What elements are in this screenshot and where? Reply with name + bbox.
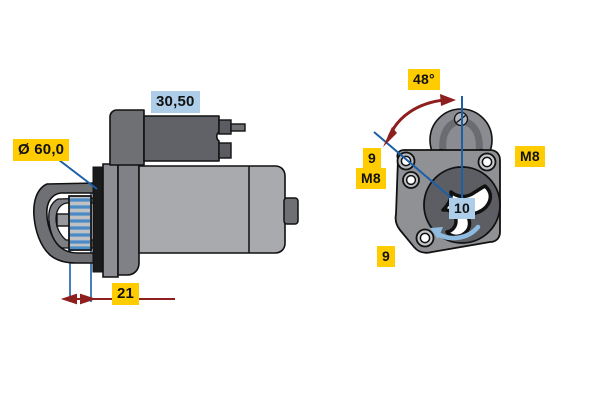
pinion-gear: [68, 195, 92, 251]
terminal-stud-50: [218, 142, 232, 159]
callout-angle-48: 48°: [408, 69, 440, 90]
callout-terminal-3050: 30,50: [151, 91, 200, 113]
callout-diameter-60: Ø 60,0: [13, 139, 70, 161]
angle-48-arc: [383, 94, 456, 147]
callout-thread-m8-right: M8: [515, 146, 545, 167]
diameter-leader-line: [58, 159, 98, 190]
callout-dimension-21: 21: [112, 283, 140, 305]
dimension-21-line: [60, 293, 175, 305]
drive-housing: [117, 147, 140, 276]
terminal-stud-30: [218, 119, 246, 135]
solenoid-body: [143, 115, 220, 162]
rear-terminal-boss: [283, 197, 299, 225]
angled-reference-axis: [373, 131, 463, 208]
motor-housing: [138, 165, 286, 254]
callout-bolt-9-upper: 9: [363, 148, 381, 169]
flange-bolt-holes: [396, 151, 497, 248]
drive-end-seal: [92, 166, 104, 273]
callout-thread-m8-left: M8: [356, 168, 386, 189]
side-view-group: [33, 109, 299, 305]
rotation-arrow: [430, 224, 481, 241]
shift-fork-bracket: [33, 182, 98, 264]
callout-pinion-teeth-10: 10: [449, 198, 475, 219]
solenoid-bracket: [109, 109, 145, 166]
front-view-group: [373, 94, 501, 254]
drive-end-shield: [102, 163, 119, 278]
callout-bolt-9-lower: 9: [377, 246, 395, 267]
